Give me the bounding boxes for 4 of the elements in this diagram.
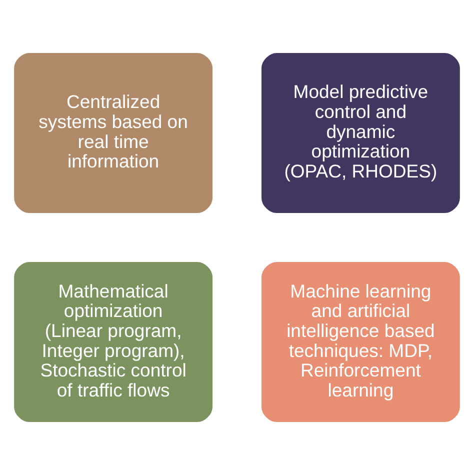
node-box: Mathematical optimization (Linear program, Integer program), Stochastic control of traffic flows xyxy=(12,260,214,423)
node-box: Machine learning and artificial intelligence based techniques: MDP, Reinforcement learning xyxy=(260,260,462,423)
node-box: Centralized systems based on real time information xyxy=(12,51,214,214)
node-box: Model predictive control and dynamic optimization (OPAC, RHODES) xyxy=(260,51,462,214)
